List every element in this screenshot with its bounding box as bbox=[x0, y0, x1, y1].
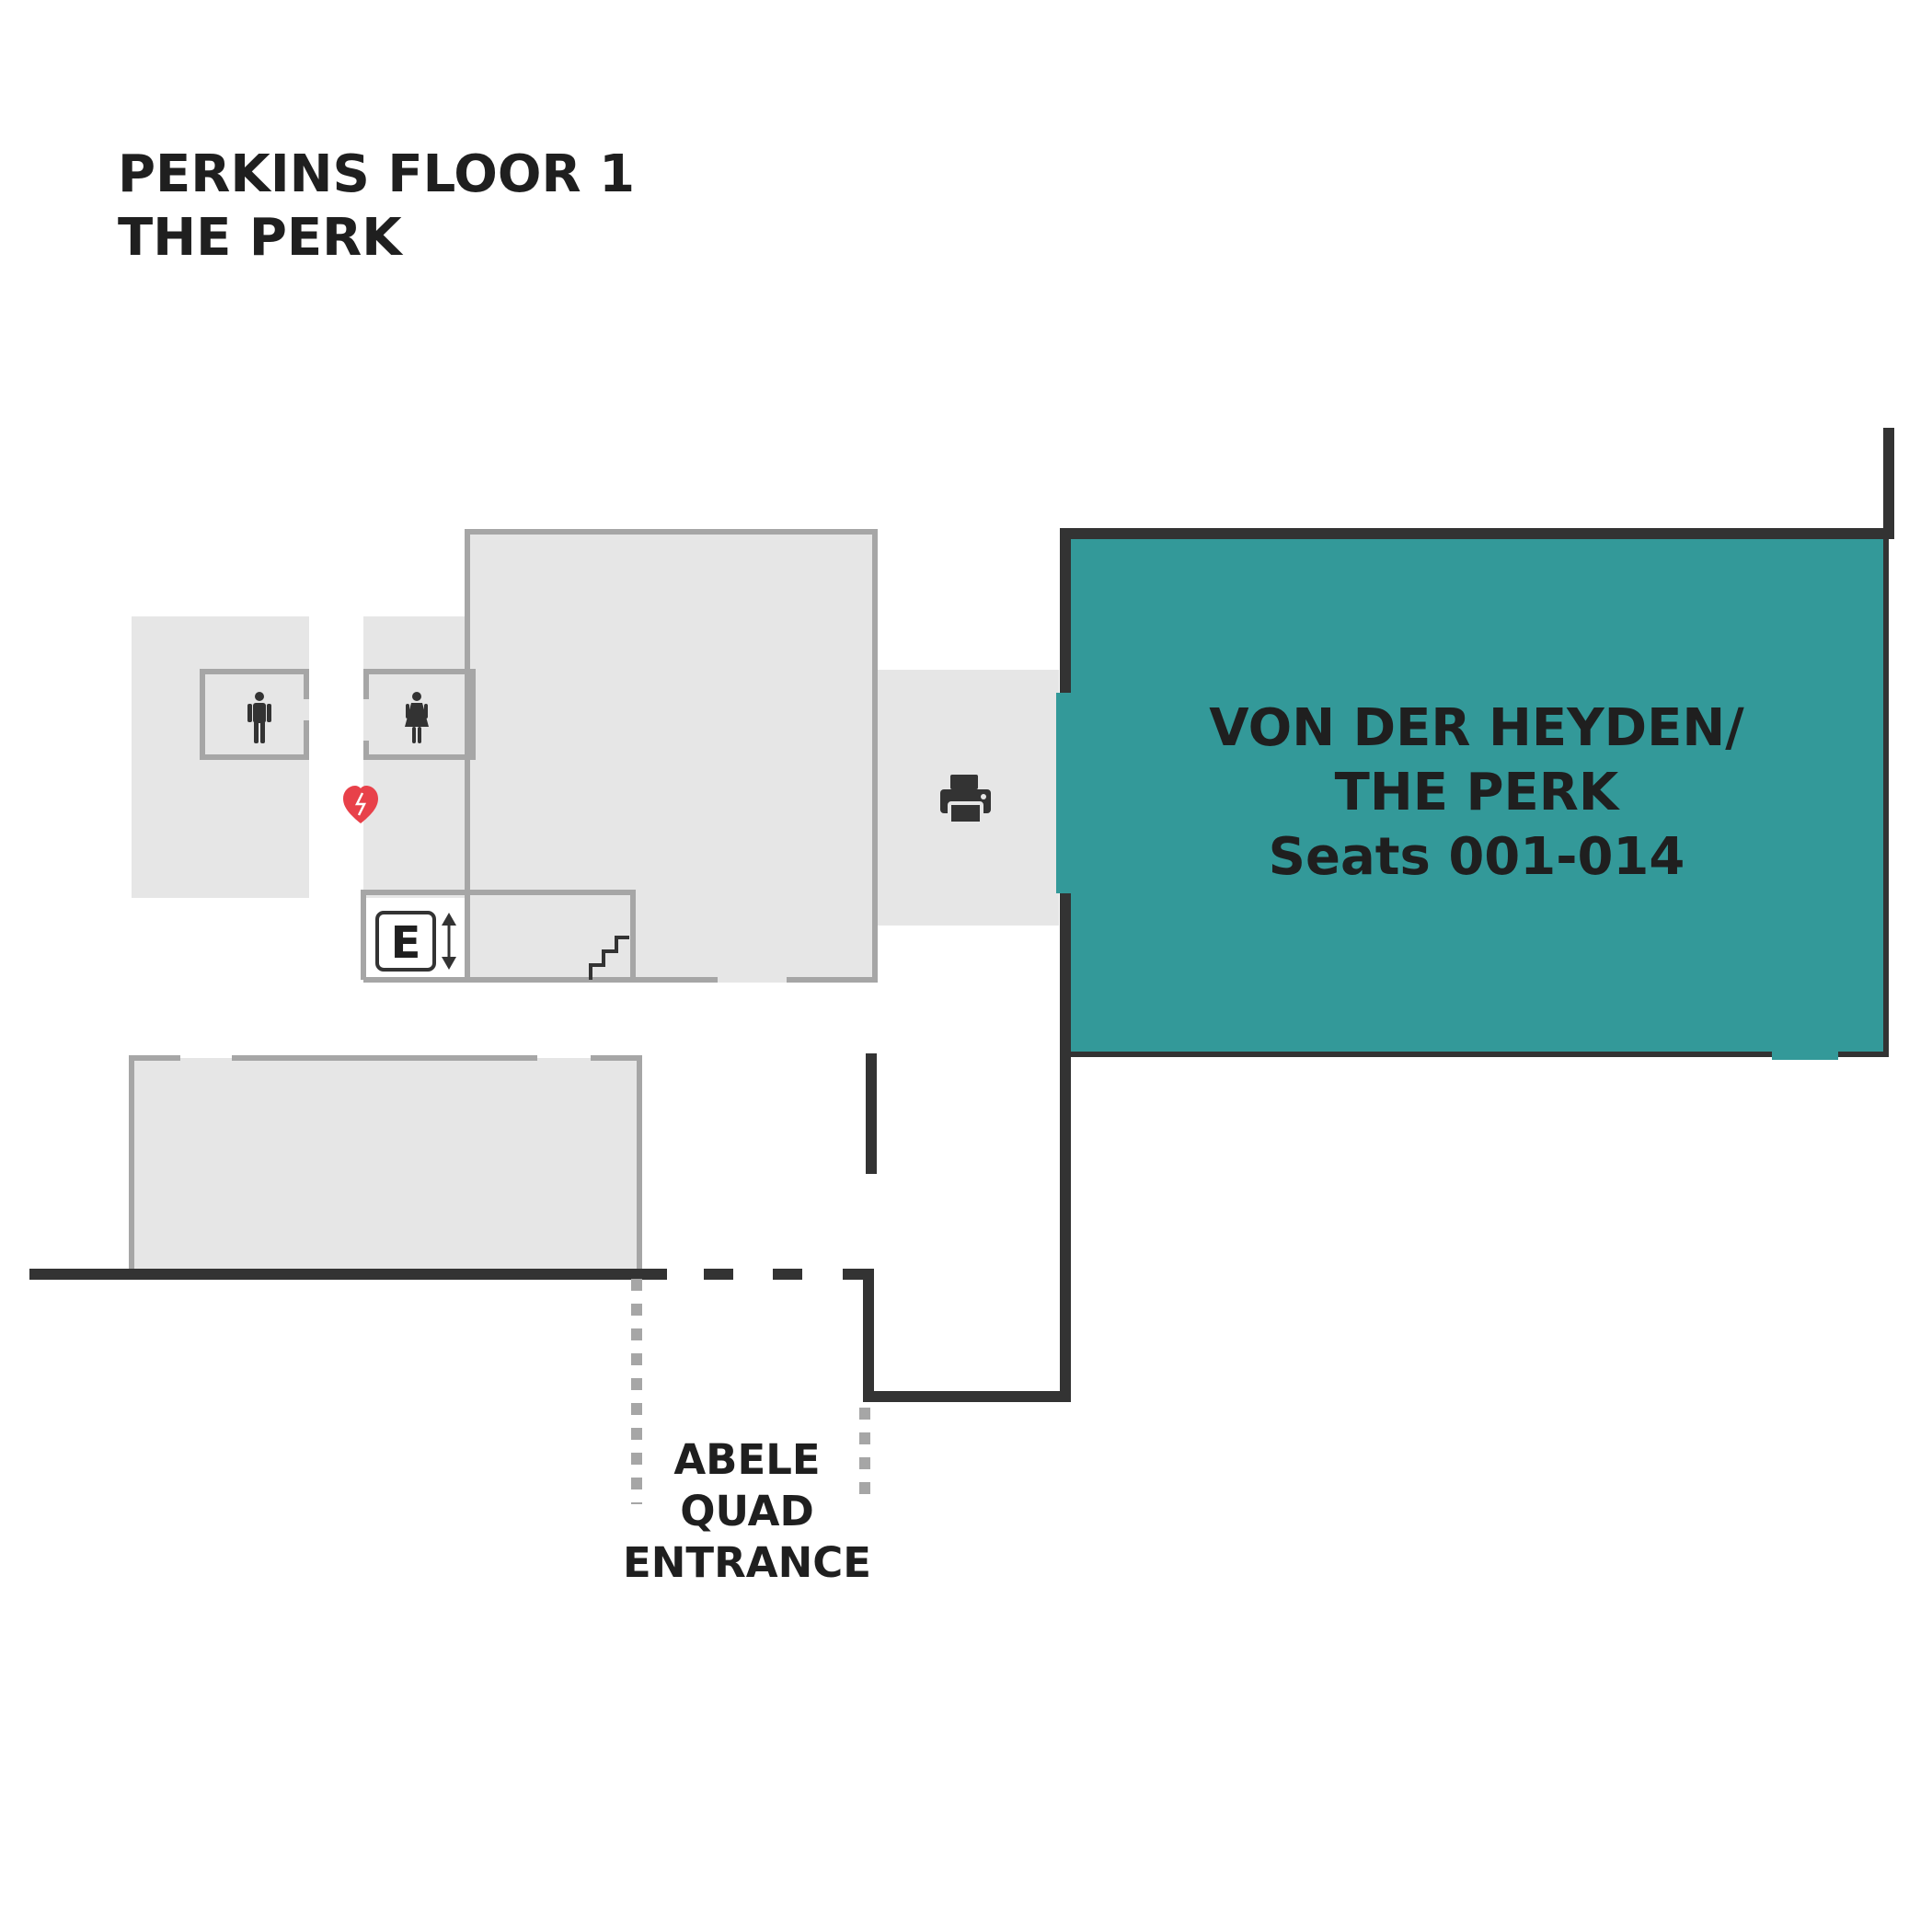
room-fills bbox=[132, 532, 1059, 1274]
south-room bbox=[132, 1058, 639, 1274]
womens-restroom-icon[interactable] bbox=[405, 692, 429, 743]
east-corridor-wall bbox=[843, 893, 1071, 1402]
central-room bbox=[467, 532, 875, 983]
mens-restroom-wall bbox=[200, 669, 309, 760]
stairs-icon[interactable] bbox=[589, 936, 629, 980]
womens-restroom-wall bbox=[363, 669, 476, 760]
entrance-label-line3: ENTRANCE bbox=[623, 1538, 871, 1587]
aed-heart-icon[interactable] bbox=[343, 786, 378, 823]
room-label-line2: THE PERK bbox=[1335, 763, 1621, 822]
elevator-stairs-wall bbox=[361, 890, 636, 980]
north-east-wall bbox=[1060, 428, 1894, 693]
page-subtitle: THE PERK bbox=[118, 208, 404, 268]
room-label-line1: VON DER HEYDEN/ bbox=[1209, 698, 1744, 758]
von-der-heyden-room[interactable] bbox=[1065, 534, 1889, 1054]
room-seats-label: Seats 001-014 bbox=[1269, 827, 1685, 887]
central-room-wall bbox=[465, 529, 878, 983]
von-der-heyden-entry-tab bbox=[1056, 693, 1075, 893]
outer-walls bbox=[29, 428, 1894, 1402]
elevator-icon[interactable]: E bbox=[375, 911, 456, 972]
printer-icon[interactable] bbox=[940, 775, 991, 825]
page-title: PERKINS FLOOR 1 bbox=[118, 144, 635, 204]
elevator-letter: E bbox=[391, 917, 421, 969]
von-der-heyden-south-door bbox=[1772, 1047, 1838, 1060]
entrance-label-line2: QUAD bbox=[680, 1487, 814, 1535]
south-room-wall-east bbox=[591, 1055, 642, 1274]
entrance-path bbox=[631, 1279, 870, 1504]
inner-walls bbox=[129, 529, 878, 1274]
entrance-label-line1: ABELE bbox=[673, 1435, 820, 1484]
mens-restroom-icon[interactable] bbox=[247, 692, 271, 743]
south-room-wall bbox=[129, 1055, 180, 1274]
